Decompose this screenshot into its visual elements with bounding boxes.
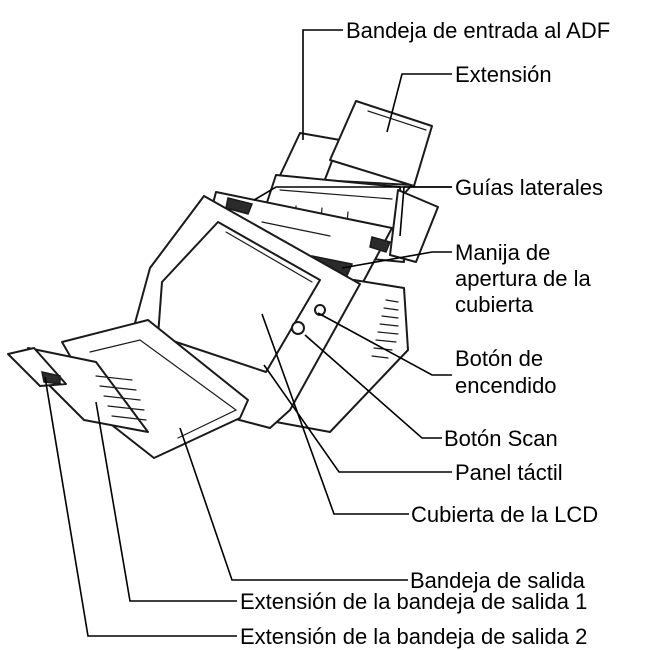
vent-grille <box>371 299 399 359</box>
label-side-guides: Guías laterales <box>455 175 603 200</box>
label-output-tray: Bandeja de salida <box>410 568 586 593</box>
label-scan-button: Botón Scan <box>444 426 558 451</box>
side-guide-right <box>369 236 392 253</box>
label-extension: Extensión <box>455 62 552 87</box>
label-adf-input-tray: Bandeja de entrada al ADF <box>346 18 610 43</box>
label-output-tray-extension-2: Extensión de la bandeja de salida 2 <box>240 624 587 649</box>
label-cover-open-lever-line2: apertura de la <box>455 266 592 291</box>
scan-button <box>314 304 326 316</box>
power-button <box>291 321 305 335</box>
label-lcd-cover: Cubierta de la LCD <box>411 502 598 527</box>
label-power-button-line1: Botón de <box>455 346 543 371</box>
side-guide-left <box>225 197 254 215</box>
extension-panel <box>329 100 433 187</box>
label-touch-panel: Panel táctil <box>455 460 563 485</box>
tray-ribs <box>95 375 147 421</box>
label-power-button-line2: encendido <box>455 373 557 398</box>
leader-lines <box>44 29 452 637</box>
label-cover-open-lever-line1: Manija de <box>455 240 550 265</box>
label-output-tray-extension-1: Extensión de la bandeja de salida 1 <box>240 589 587 614</box>
scanner-drawing <box>7 100 439 459</box>
label-cover-open-lever-line3: cubierta <box>455 292 534 317</box>
callout-labels: Bandeja de entrada al ADF Extensión Guía… <box>240 18 610 649</box>
touch-panel <box>157 221 321 373</box>
